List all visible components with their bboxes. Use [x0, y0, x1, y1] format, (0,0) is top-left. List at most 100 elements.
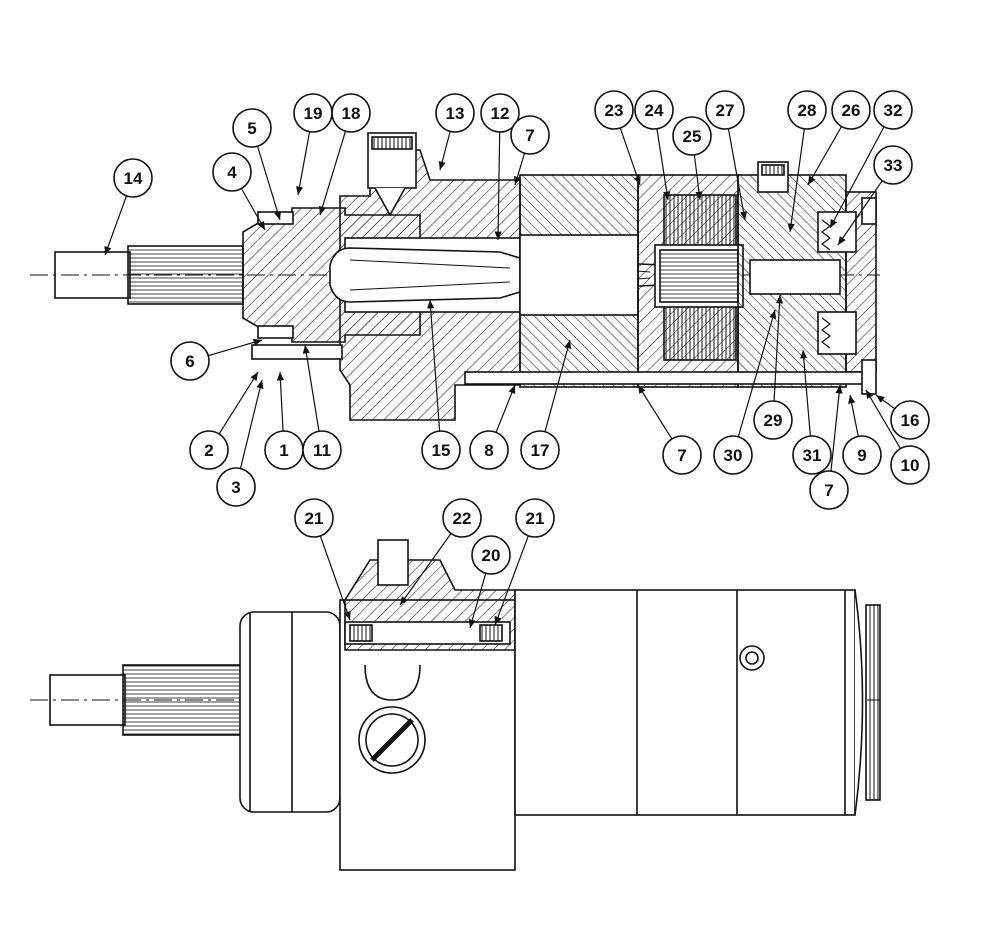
callout-circle	[442, 498, 482, 538]
exterior-view	[30, 539, 881, 871]
callout-circle	[471, 535, 511, 575]
leader-line-30	[737, 309, 777, 437]
callout-label: 8	[484, 441, 493, 460]
callout-17: 17	[520, 430, 560, 470]
callout-circle	[331, 93, 371, 133]
callout-label: 22	[453, 509, 472, 528]
callout-circle	[510, 115, 550, 155]
leader-line-8	[495, 384, 516, 433]
leader-line-7a	[513, 153, 526, 186]
callout-4: 4	[212, 152, 252, 192]
callout-label: 2	[204, 441, 213, 460]
callout-label: 32	[884, 101, 903, 120]
callout-circle	[890, 445, 930, 485]
callout-26: 26	[831, 90, 871, 130]
callout-circle	[469, 430, 509, 470]
callout-label: 30	[724, 446, 743, 465]
callout-label: 7	[525, 126, 534, 145]
callout-circle	[809, 470, 849, 510]
leader-line-1	[276, 371, 285, 432]
leader-line-14	[104, 195, 128, 256]
callout-circle	[873, 145, 913, 185]
callout-circle	[753, 400, 793, 440]
leader-line-10	[865, 389, 901, 449]
callout-label: 9	[857, 446, 866, 465]
callout-13: 13	[435, 93, 475, 133]
callout-32: 32	[873, 90, 913, 130]
leader-line-29	[773, 294, 784, 402]
callout-circle	[212, 152, 252, 192]
leader-line-13	[438, 131, 451, 171]
callout-label: 17	[531, 441, 550, 460]
callout-circle	[672, 116, 712, 156]
ext-mount-flange	[239, 611, 341, 813]
leader-line-9	[848, 394, 859, 437]
callout-label: 20	[482, 546, 501, 565]
callout-label: 10	[901, 456, 920, 475]
leader-line-21a	[319, 535, 351, 621]
callout-label: 26	[842, 101, 861, 120]
callout-circle	[890, 400, 930, 440]
callout-label: 12	[491, 104, 510, 123]
callout-circle	[189, 430, 229, 470]
leader-line-12	[494, 131, 502, 241]
callout-7a: 7	[510, 115, 550, 155]
callout-label: 25	[683, 127, 702, 146]
leader-line-18	[318, 131, 347, 216]
callout-label: 24	[645, 101, 664, 120]
callout-circle	[113, 158, 153, 198]
callout-circle	[792, 435, 832, 475]
callout-29: 29	[753, 400, 793, 440]
callout-circle	[421, 430, 461, 470]
callout-9: 9	[842, 435, 882, 475]
callout-circle	[713, 435, 753, 475]
leader-line-22	[399, 533, 452, 606]
leader-line-25	[693, 154, 703, 201]
leader-line-31	[800, 349, 811, 437]
callout-circle	[787, 90, 827, 130]
callout-8: 8	[469, 430, 509, 470]
callout-33: 33	[873, 145, 913, 185]
leader-line-32	[829, 126, 885, 229]
callout-label: 19	[304, 104, 323, 123]
leader-line-28	[787, 128, 805, 233]
callout-label: 18	[342, 104, 361, 123]
leader-line-19	[295, 131, 311, 196]
callout-circle	[302, 430, 342, 470]
callout-circle	[842, 435, 882, 475]
callout-label: 31	[803, 446, 822, 465]
ext-end-bolts	[865, 604, 881, 801]
callout-30: 30	[713, 435, 753, 475]
callout-28: 28	[787, 90, 827, 130]
callout-label: 6	[185, 352, 194, 371]
callout-label: 27	[716, 101, 735, 120]
leader-line-33	[837, 180, 883, 246]
callout-20: 20	[471, 535, 511, 575]
callout-circle	[831, 90, 871, 130]
leader-line-11	[302, 344, 320, 432]
callout-circle	[705, 90, 745, 130]
callout-14: 14	[113, 158, 153, 198]
leader-line-24	[656, 128, 671, 201]
leader-line-15	[427, 299, 441, 432]
flange-bolt	[251, 344, 343, 360]
callout-label: 11	[313, 441, 331, 460]
callout-19: 19	[293, 93, 333, 133]
callout-circle	[515, 498, 555, 538]
leader-line-23	[619, 127, 641, 186]
callout-circle	[873, 90, 913, 130]
callout-7b: 7	[662, 435, 702, 475]
callout-6: 6	[170, 341, 210, 381]
callout-18: 18	[331, 93, 371, 133]
callout-5: 5	[232, 108, 272, 148]
leader-line-3	[239, 379, 264, 469]
ext-motor-body	[514, 589, 856, 816]
callout-circle	[634, 90, 674, 130]
callout-circle	[594, 90, 634, 130]
leader-line-7c	[830, 384, 843, 472]
callout-circle	[216, 467, 256, 507]
callout-1: 1	[264, 430, 304, 470]
callout-27: 27	[705, 90, 745, 130]
callout-label: 21	[526, 509, 545, 528]
callout-2: 2	[189, 430, 229, 470]
